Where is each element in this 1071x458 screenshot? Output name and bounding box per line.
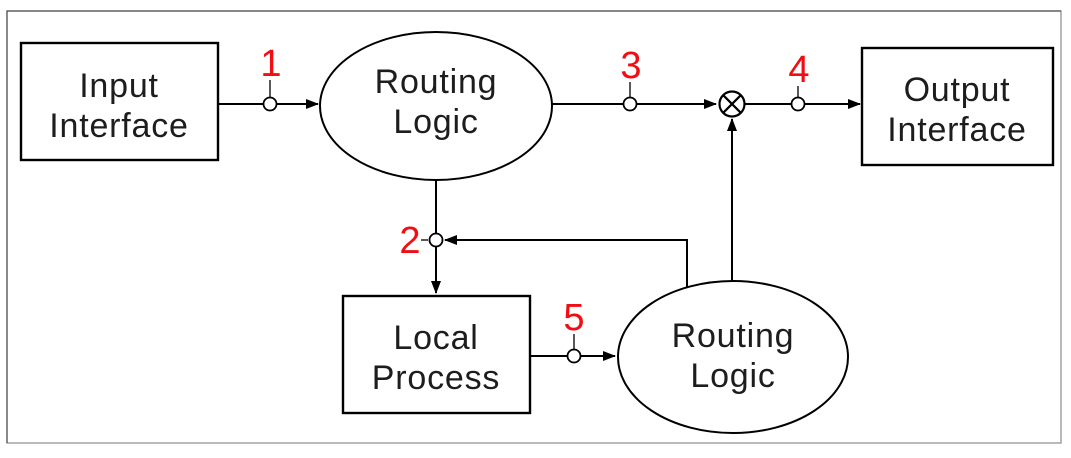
reference-point-5: 5 [563, 297, 585, 364]
routing-logic-top-ellipse [319, 31, 553, 181]
node-output-interface: Output Interface [860, 46, 1055, 167]
input-interface-box [19, 41, 220, 162]
reference-point-3: 3 [620, 45, 642, 112]
local-process-box [341, 294, 532, 415]
reference-point-4: 4 [788, 49, 810, 112]
node-routing-logic-top: Routing Logic [319, 31, 553, 181]
routing-logic-top-label-line1: Routing [375, 63, 498, 101]
node-input-interface: Input Interface [19, 41, 220, 162]
marker-5-label: 5 [563, 297, 584, 339]
input-interface-label-line1: Input [79, 67, 159, 105]
marker-5-dot [566, 348, 582, 364]
marker-4-label: 4 [788, 49, 809, 91]
reference-point-1: 1 [260, 43, 282, 112]
local-process-label-line1: Local [393, 319, 478, 357]
circled-x-junction-icon [718, 90, 746, 118]
output-interface-label-line2: Interface [887, 111, 1027, 149]
diagram-frame-accent [6, 10, 1061, 443]
routing-logic-top-label-line2: Logic [393, 103, 478, 141]
marker-1-dot [262, 96, 278, 112]
marker-1-label: 1 [260, 43, 281, 85]
local-process-label-line2: Process [372, 359, 500, 397]
output-interface-label-line1: Output [904, 71, 1011, 109]
output-interface-box [860, 46, 1055, 167]
marker-2-label: 2 [399, 220, 420, 262]
routing-logic-bottom-label-line1: Routing [672, 317, 795, 355]
marker-3-dot [622, 96, 638, 112]
routing-logic-bottom-label-line2: Logic [690, 357, 775, 395]
marker-4-dot [790, 96, 806, 112]
marker-3-label: 3 [620, 45, 641, 87]
edges [218, 99, 861, 361]
node-local-process: Local Process [341, 294, 532, 415]
edge-routing-bottom-to-marker2-feedback [444, 235, 688, 287]
node-routing-logic-bottom: Routing Logic [617, 280, 849, 434]
junction-x-strokes [722, 94, 742, 114]
marker-2-dot [428, 232, 444, 248]
routing-logic-bottom-ellipse [617, 280, 849, 434]
reference-point-2: 2 [399, 220, 444, 262]
input-interface-label-line2: Interface [49, 107, 189, 145]
